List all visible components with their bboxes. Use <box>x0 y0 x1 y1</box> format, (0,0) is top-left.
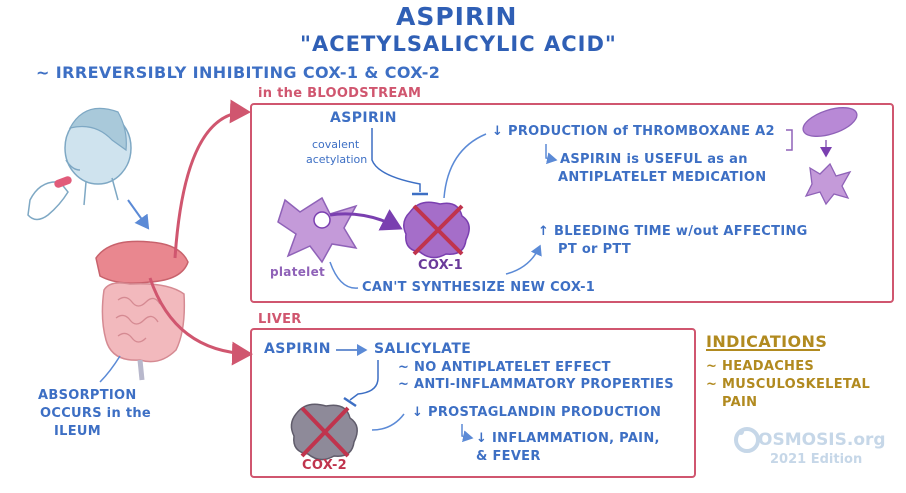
bloodstream-panel <box>250 103 894 303</box>
inflammation-line-2: & FEVER <box>476 449 541 464</box>
arrow-to-inflammation <box>461 424 474 443</box>
indication-item-1: ~ HEADACHES <box>706 359 815 374</box>
prostaglandin-text: ↓ PROSTAGLANDIN PRODUCTION <box>412 405 662 420</box>
page-title: ASPIRIN <box>396 2 518 31</box>
arrow-to-bloodstream <box>173 99 251 259</box>
absorption-line-1: ABSORPTION <box>38 388 137 403</box>
cox1-label: COX-1 <box>418 258 464 273</box>
inhibition-line-cox2 <box>349 360 379 401</box>
salicylate-text: SALICYLATE <box>374 341 472 357</box>
arrow-to-bleeding <box>505 244 542 275</box>
arrow-ingest <box>127 199 150 230</box>
page-subtitle: "ACETYLSALICYLIC ACID" <box>300 32 617 56</box>
liver-panel <box>250 328 696 478</box>
absorption-line-2: OCCURS in the <box>40 406 152 421</box>
brand-edition: 2021 Edition <box>770 452 863 467</box>
liver-label: LIVER <box>258 312 302 327</box>
effect-line-1: ~ NO ANTIPLATELET EFFECT <box>398 360 611 375</box>
cant-synthesize-text: CAN'T SYNTHESIZE NEW COX-1 <box>362 280 596 295</box>
indications-title: INDICATIONS <box>706 332 828 351</box>
connector-cox1-thromboxane <box>443 133 487 199</box>
covalent-label-1: covalent <box>312 138 360 151</box>
arrow-to-liver <box>148 277 253 366</box>
gi-tract-icon <box>95 240 189 381</box>
bracket <box>786 129 793 151</box>
cox2-label: COX-2 <box>302 458 348 473</box>
useful-line-2: ANTIPLATELET MEDICATION <box>558 170 767 185</box>
absorption-pointer <box>99 355 121 383</box>
connector-platelet-cant-synth <box>329 261 359 289</box>
effect-line-2: ~ ANTI-INFLAMMATORY PROPERTIES <box>398 377 674 392</box>
inhibition-line-cox1 <box>371 128 421 192</box>
covalent-label-2: acetylation <box>306 153 368 166</box>
indication-item-3: PAIN <box>722 395 758 410</box>
cox1-enzyme-icon <box>403 201 470 259</box>
liver-aspirin: ASPIRIN <box>264 341 331 357</box>
person-head-icon <box>64 107 132 206</box>
bloodstream-label: in the BLOODSTREAM <box>258 86 422 101</box>
platelet-label: platelet <box>270 265 326 279</box>
pill-icon <box>54 176 72 188</box>
bleeding-line-1: ↑ BLEEDING TIME w/out AFFECTING <box>538 224 808 239</box>
arrow-to-useful <box>545 144 558 165</box>
mechanism-text: ~ IRREVERSIBLY INHIBITING COX-1 & COX-2 <box>36 63 441 82</box>
bleeding-line-2: PT or PTT <box>558 242 632 257</box>
cox2-enzyme-icon <box>290 403 358 461</box>
inhibition-bar-cox2 <box>343 396 357 408</box>
indication-item-2: ~ MUSCULOSKELETAL <box>706 377 871 392</box>
connector-cox2-prostaglandin <box>371 413 405 431</box>
hand-icon <box>27 181 69 221</box>
absorption-line-3: ILEUM <box>54 424 101 439</box>
brand-logo-text: OSMOSIS.org <box>758 430 886 450</box>
resting-platelet-icon <box>802 107 858 137</box>
bloodstream-aspirin: ASPIRIN <box>330 110 397 126</box>
arrow-platelet-to-cox1 <box>329 209 403 231</box>
thromboxane-text: ↓ PRODUCTION of THROMBOXANE A2 <box>492 124 775 139</box>
useful-line-1: ASPIRIN is USEFUL as an <box>560 152 748 167</box>
activated-platelet-icon <box>804 162 852 206</box>
osmosis-logo-icon <box>734 427 760 453</box>
inflammation-line-1: ↓ INFLAMMATION, PAIN, <box>476 431 660 446</box>
